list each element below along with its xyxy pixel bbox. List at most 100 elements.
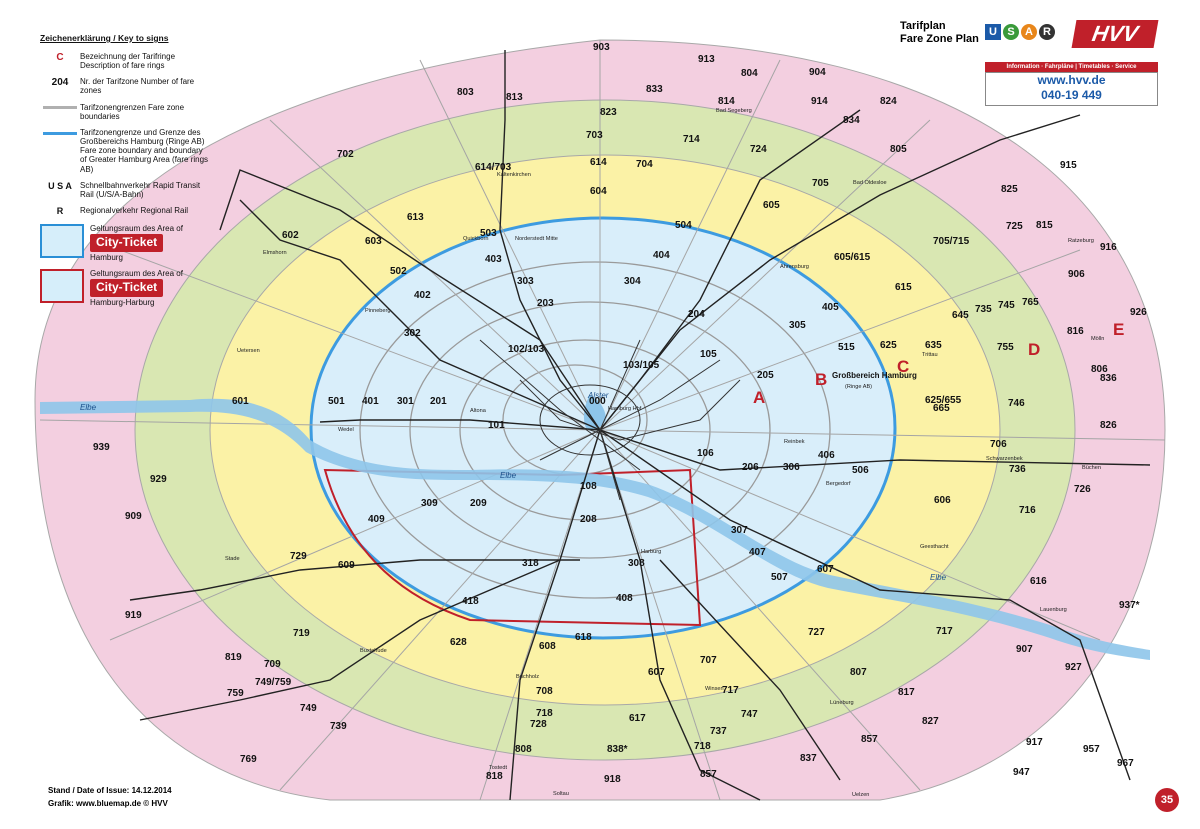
zone-304: 304: [624, 276, 641, 287]
zone-857b: 857: [700, 769, 717, 780]
zone-615: 615: [895, 282, 912, 293]
legend-title: Zeichenerklärung / Key to signs: [40, 33, 169, 43]
ring-label-e: E: [1113, 320, 1124, 339]
legend-zone-text: Nr. der Tarifzone Number of fare zones: [80, 77, 195, 96]
zone-708: 708: [536, 686, 553, 697]
zone-815: 815: [1036, 220, 1053, 231]
zone-725: 725: [1006, 221, 1023, 232]
place-uelzen: Uelzen: [852, 792, 869, 798]
place-uetersen: Uetersen: [237, 348, 260, 354]
website-link[interactable]: www.hvv.de: [1037, 73, 1106, 87]
r-bahn-icon: R: [1039, 24, 1055, 40]
s-bahn-icon: S: [1003, 24, 1019, 40]
zone-918: 918: [604, 774, 621, 785]
zone-929: 929: [150, 474, 167, 485]
zone-609: 609: [338, 560, 355, 571]
place-bad-oldesloe: Bad Oldesloe: [853, 180, 887, 186]
zone-628: 628: [450, 637, 467, 648]
zone-000: 000: [589, 396, 606, 407]
zone-303: 303: [517, 276, 534, 287]
zone-759: 759: [227, 688, 244, 699]
zone-913: 913: [698, 54, 715, 65]
zone-603: 603: [365, 236, 382, 247]
zone-726: 726: [1074, 484, 1091, 495]
zone-507: 507: [771, 572, 788, 583]
place-buxtehude: Buxtehude: [360, 648, 387, 654]
hvv-logo: HVV: [1071, 20, 1159, 48]
city-ticket-harburg-area: [323, 468, 702, 627]
zone-717: 717: [722, 685, 739, 696]
zone-302: 302: [404, 328, 421, 339]
zone-604: 604: [590, 186, 607, 197]
zone-306: 306: [783, 462, 800, 473]
zone-823: 823: [600, 107, 617, 118]
place-geesthacht: Geesthacht: [920, 544, 949, 550]
zone-401: 401: [362, 396, 379, 407]
place-bergedorf: Bergedorf: [826, 481, 851, 487]
zone-837: 837: [800, 753, 817, 764]
river-alster: [583, 395, 606, 430]
legend-regional-text: Regionalverkehr Regional Rail: [80, 206, 189, 216]
contact-box: www.hvv.de 040-19 449: [985, 72, 1158, 106]
zone-907: 907: [1016, 644, 1033, 655]
zone-724: 724: [750, 144, 767, 155]
zone-601: 601: [232, 396, 249, 407]
legend-ct-text: Geltungsraum des Area of: [90, 223, 183, 233]
place-pinneberg: Pinneberg: [365, 308, 391, 314]
place-tostedt: Tostedt: [489, 765, 507, 771]
legend-ring-row: C Bezeichnung der Tarifringe Description…: [40, 52, 210, 70]
legend-boundary-text: Tarifzonengrenzen Fare zone boundaries: [80, 102, 185, 121]
zone-208: 208: [580, 514, 597, 525]
zone-838: 838*: [607, 744, 628, 755]
zone-704: 704: [636, 159, 653, 170]
zone-735: 735: [975, 304, 992, 315]
legend-ring-text: Bezeichnung der Tarifringe Description o…: [80, 51, 176, 70]
river-elbe: [40, 398, 1150, 660]
river-label-elbe-west: Elbe: [80, 403, 97, 412]
zone-716: 716: [1019, 505, 1036, 516]
zone-607b: 607: [648, 667, 665, 678]
zone-714: 714: [683, 134, 700, 145]
zone-106: 106: [697, 448, 714, 459]
zone-827: 827: [922, 716, 939, 727]
zone-402: 402: [414, 290, 431, 301]
zone-605: 605: [763, 200, 780, 211]
zone-102: 102/103: [508, 344, 545, 355]
zone-729: 729: [290, 551, 307, 562]
zone-806: 806: [1091, 364, 1108, 375]
zone-645: 645: [952, 310, 969, 321]
zone-803: 803: [457, 87, 474, 98]
legend-cth-group: Geltungsraum des Area of City-Ticket Ham…: [84, 269, 210, 307]
place-trittau: Trittau: [922, 352, 938, 358]
zone-717b: 717: [936, 626, 953, 637]
zone-602: 602: [282, 230, 299, 241]
river-label-elbe-center: Elbe: [500, 471, 517, 480]
zone-403: 403: [485, 254, 502, 265]
zone-909: 909: [125, 511, 142, 522]
zone-408: 408: [616, 593, 633, 604]
zone-705-715: 705/715: [933, 236, 970, 247]
place-moelln: Mölln: [1091, 336, 1104, 342]
zone-606: 606: [934, 495, 951, 506]
zone-917: 917: [1026, 737, 1043, 748]
zone-804: 804: [741, 68, 758, 79]
place-reinbek: Reinbek: [784, 439, 805, 445]
blue-line-icon: [40, 128, 80, 140]
zone-826: 826: [1100, 420, 1117, 431]
zone-857: 857: [861, 734, 878, 745]
zone-618: 618: [575, 632, 592, 643]
info-bar: Information · Fahrpläne | Timetables · S…: [985, 62, 1158, 72]
place-winsen: Winsen: [705, 686, 724, 692]
place-bad-segeberg: Bad Segeberg: [716, 108, 752, 114]
gray-line-icon: [40, 103, 80, 115]
place-norderstedt: Norderstedt Mitte: [515, 236, 558, 242]
zone-747: 747: [741, 709, 758, 720]
zone-967: 967: [1117, 758, 1134, 769]
zone-703: 703: [586, 130, 603, 141]
zone-616: 616: [1030, 576, 1047, 587]
zone-108: 108: [580, 481, 597, 492]
place-stade: Stade: [225, 556, 240, 562]
zone-915: 915: [1060, 160, 1077, 171]
legend-ct-area: Hamburg: [90, 252, 123, 262]
zone-818: 818: [486, 771, 503, 782]
